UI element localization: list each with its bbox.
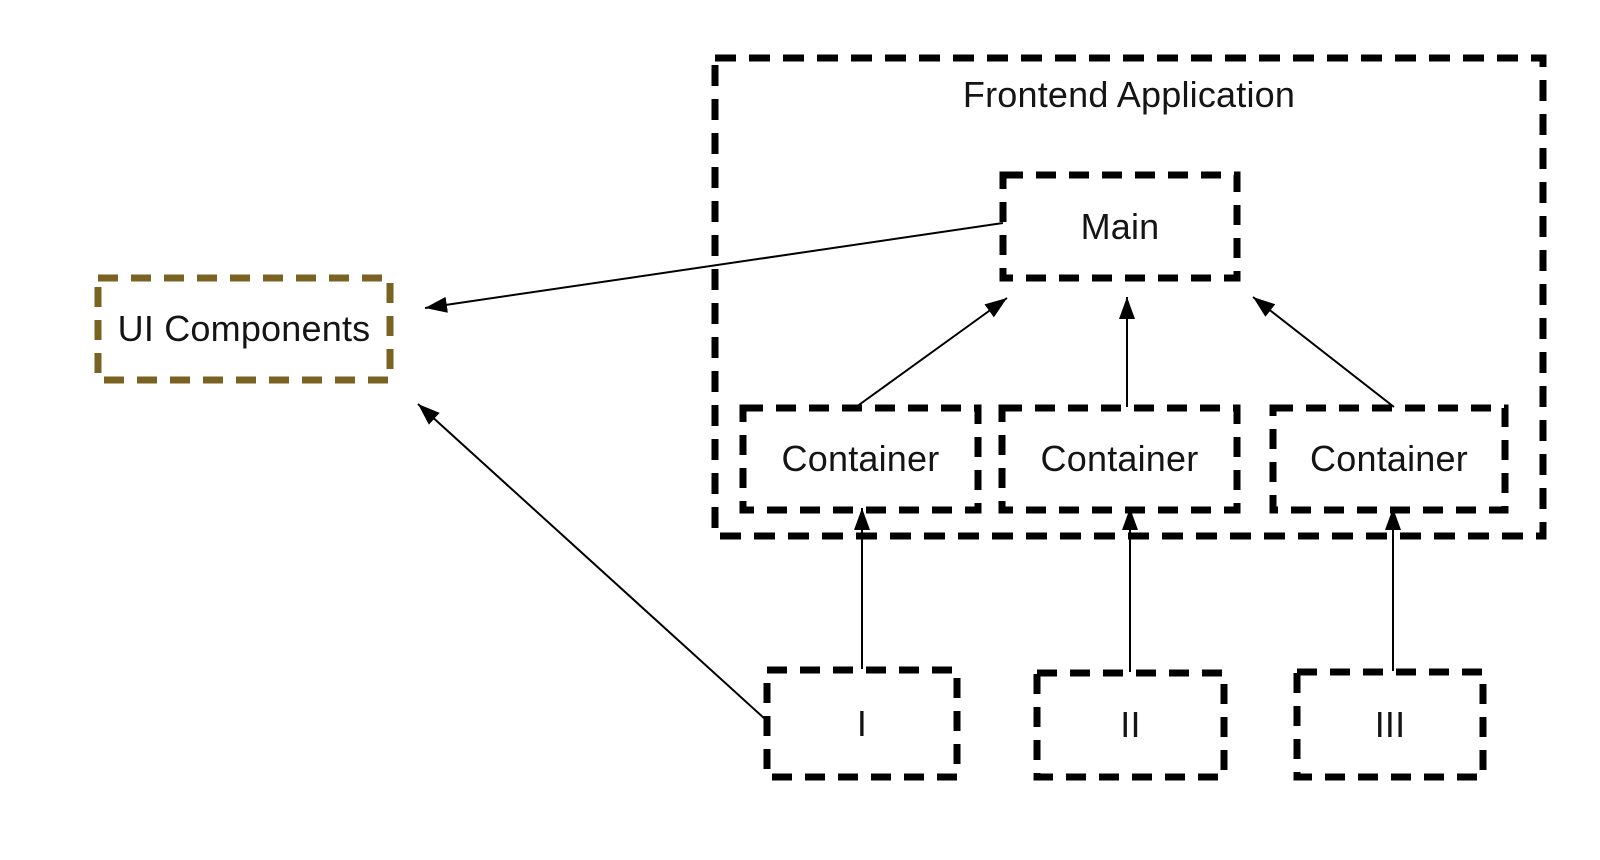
arrow-container-left-to-main xyxy=(855,297,1008,408)
frontend-application-box xyxy=(711,54,1547,540)
arrow-main-to-ui-components xyxy=(424,222,1004,313)
container-middle-box xyxy=(998,404,1241,514)
arrow-module-i-to-ui-components xyxy=(417,403,766,720)
module-i-box xyxy=(763,666,961,781)
module-ii-box xyxy=(1033,669,1228,781)
ui-components-box xyxy=(94,274,394,384)
main-box xyxy=(999,171,1241,282)
arrow-container-right-to-main xyxy=(1252,296,1395,408)
container-right-box xyxy=(1269,404,1509,514)
container-left-box xyxy=(739,404,982,514)
module-iii-box xyxy=(1293,668,1487,781)
